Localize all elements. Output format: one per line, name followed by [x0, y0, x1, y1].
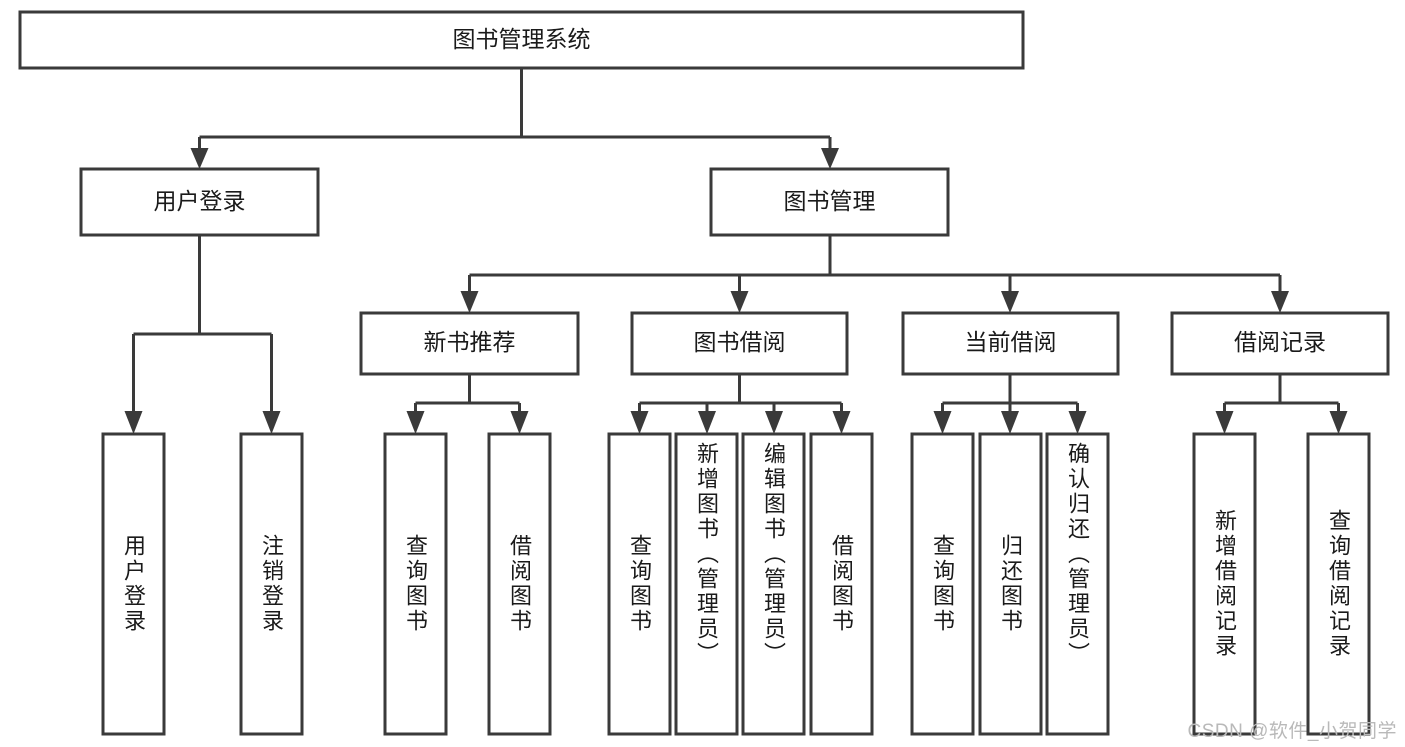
node-root-label: 图书管理系统	[453, 26, 591, 52]
node-book-manage[interactable]: 图书管理	[709, 167, 950, 237]
arrowhead-leaf-cur-return	[1001, 411, 1019, 434]
arrowhead-leaf-logout	[262, 411, 281, 434]
leaf-br-borrow-box[interactable]	[809, 432, 874, 736]
node-borrow-record-label: 借阅记录	[1234, 329, 1326, 355]
arrowhead-leaf-nb-query	[406, 411, 425, 434]
node-root[interactable]: 图书管理系统	[18, 10, 1025, 70]
leaf-nb-query-box[interactable]	[383, 432, 448, 736]
leaf-logout-box[interactable]	[239, 432, 304, 736]
node-user-login-label: 用户登录	[154, 188, 246, 214]
arrowhead-leaf-cur-query	[933, 411, 952, 434]
arrowhead-userlogin	[190, 148, 209, 169]
node-book-manage-label: 图书管理	[784, 188, 876, 214]
arrowhead-leaf-cur-confirm	[1068, 411, 1087, 434]
arrowhead-leaf-br-query	[630, 411, 649, 434]
node-new-book-box[interactable]	[359, 311, 580, 376]
leaf-br-query-box[interactable]	[607, 432, 672, 736]
node-current-borrow-label: 当前借阅	[965, 329, 1057, 355]
arrowhead-leaf-br-borrow	[832, 411, 851, 434]
node-current-borrow[interactable]: 当前借阅	[901, 311, 1120, 376]
leaf-user-login-box[interactable]	[101, 432, 166, 736]
node-new-book[interactable]: 新书推荐	[359, 311, 580, 376]
node-borrow-record[interactable]: 借阅记录	[1170, 311, 1390, 376]
node-book-borrow-box[interactable]	[630, 311, 849, 376]
arrowhead-leaf-rec-add	[1215, 411, 1234, 434]
leaf-cur-confirm-box[interactable]	[1045, 432, 1110, 736]
node-root-box[interactable]	[18, 10, 1025, 70]
arrowhead-newbook	[460, 291, 479, 313]
node-book-borrow-label: 图书借阅	[694, 329, 786, 355]
node-user-login-box[interactable]	[79, 167, 320, 237]
arrowhead-record	[1271, 291, 1289, 313]
leaf-nb-borrow-box[interactable]	[487, 432, 552, 736]
arrowhead-leaf-nb-borrow	[510, 411, 529, 434]
csdn-watermark: CSDN @软件_小贺同学	[1187, 721, 1397, 742]
connector-layer	[124, 68, 1348, 434]
arrowhead-bookmanage	[821, 148, 839, 169]
leaf-br-add-box[interactable]	[674, 432, 739, 736]
arrowhead-leaf-user-login	[124, 411, 143, 434]
leaf-cur-return-box[interactable]	[978, 432, 1043, 736]
node-borrow-record-box[interactable]	[1170, 311, 1390, 376]
node-new-book-label: 新书推荐	[424, 329, 516, 355]
arrowhead-borrow	[730, 291, 749, 313]
node-layer: 图书管理系统 用户登录 图书管理 新书推荐 图书借阅 当前	[18, 10, 1390, 736]
node-book-manage-box[interactable]	[709, 167, 950, 237]
arrowhead-leaf-br-add	[698, 411, 716, 434]
leaf-rec-add-box[interactable]	[1192, 432, 1257, 736]
node-book-borrow[interactable]: 图书借阅	[630, 311, 849, 376]
leaf-cur-query-box[interactable]	[910, 432, 975, 736]
node-user-login[interactable]: 用户登录	[79, 167, 320, 237]
arrowhead-leaf-br-edit	[765, 411, 783, 434]
arrowhead-current	[1001, 291, 1019, 313]
leaf-br-edit-box[interactable]	[741, 432, 806, 736]
arrowhead-leaf-rec-query	[1329, 411, 1348, 434]
node-current-borrow-box[interactable]	[901, 311, 1120, 376]
leaf-rec-query-box[interactable]	[1306, 432, 1371, 736]
